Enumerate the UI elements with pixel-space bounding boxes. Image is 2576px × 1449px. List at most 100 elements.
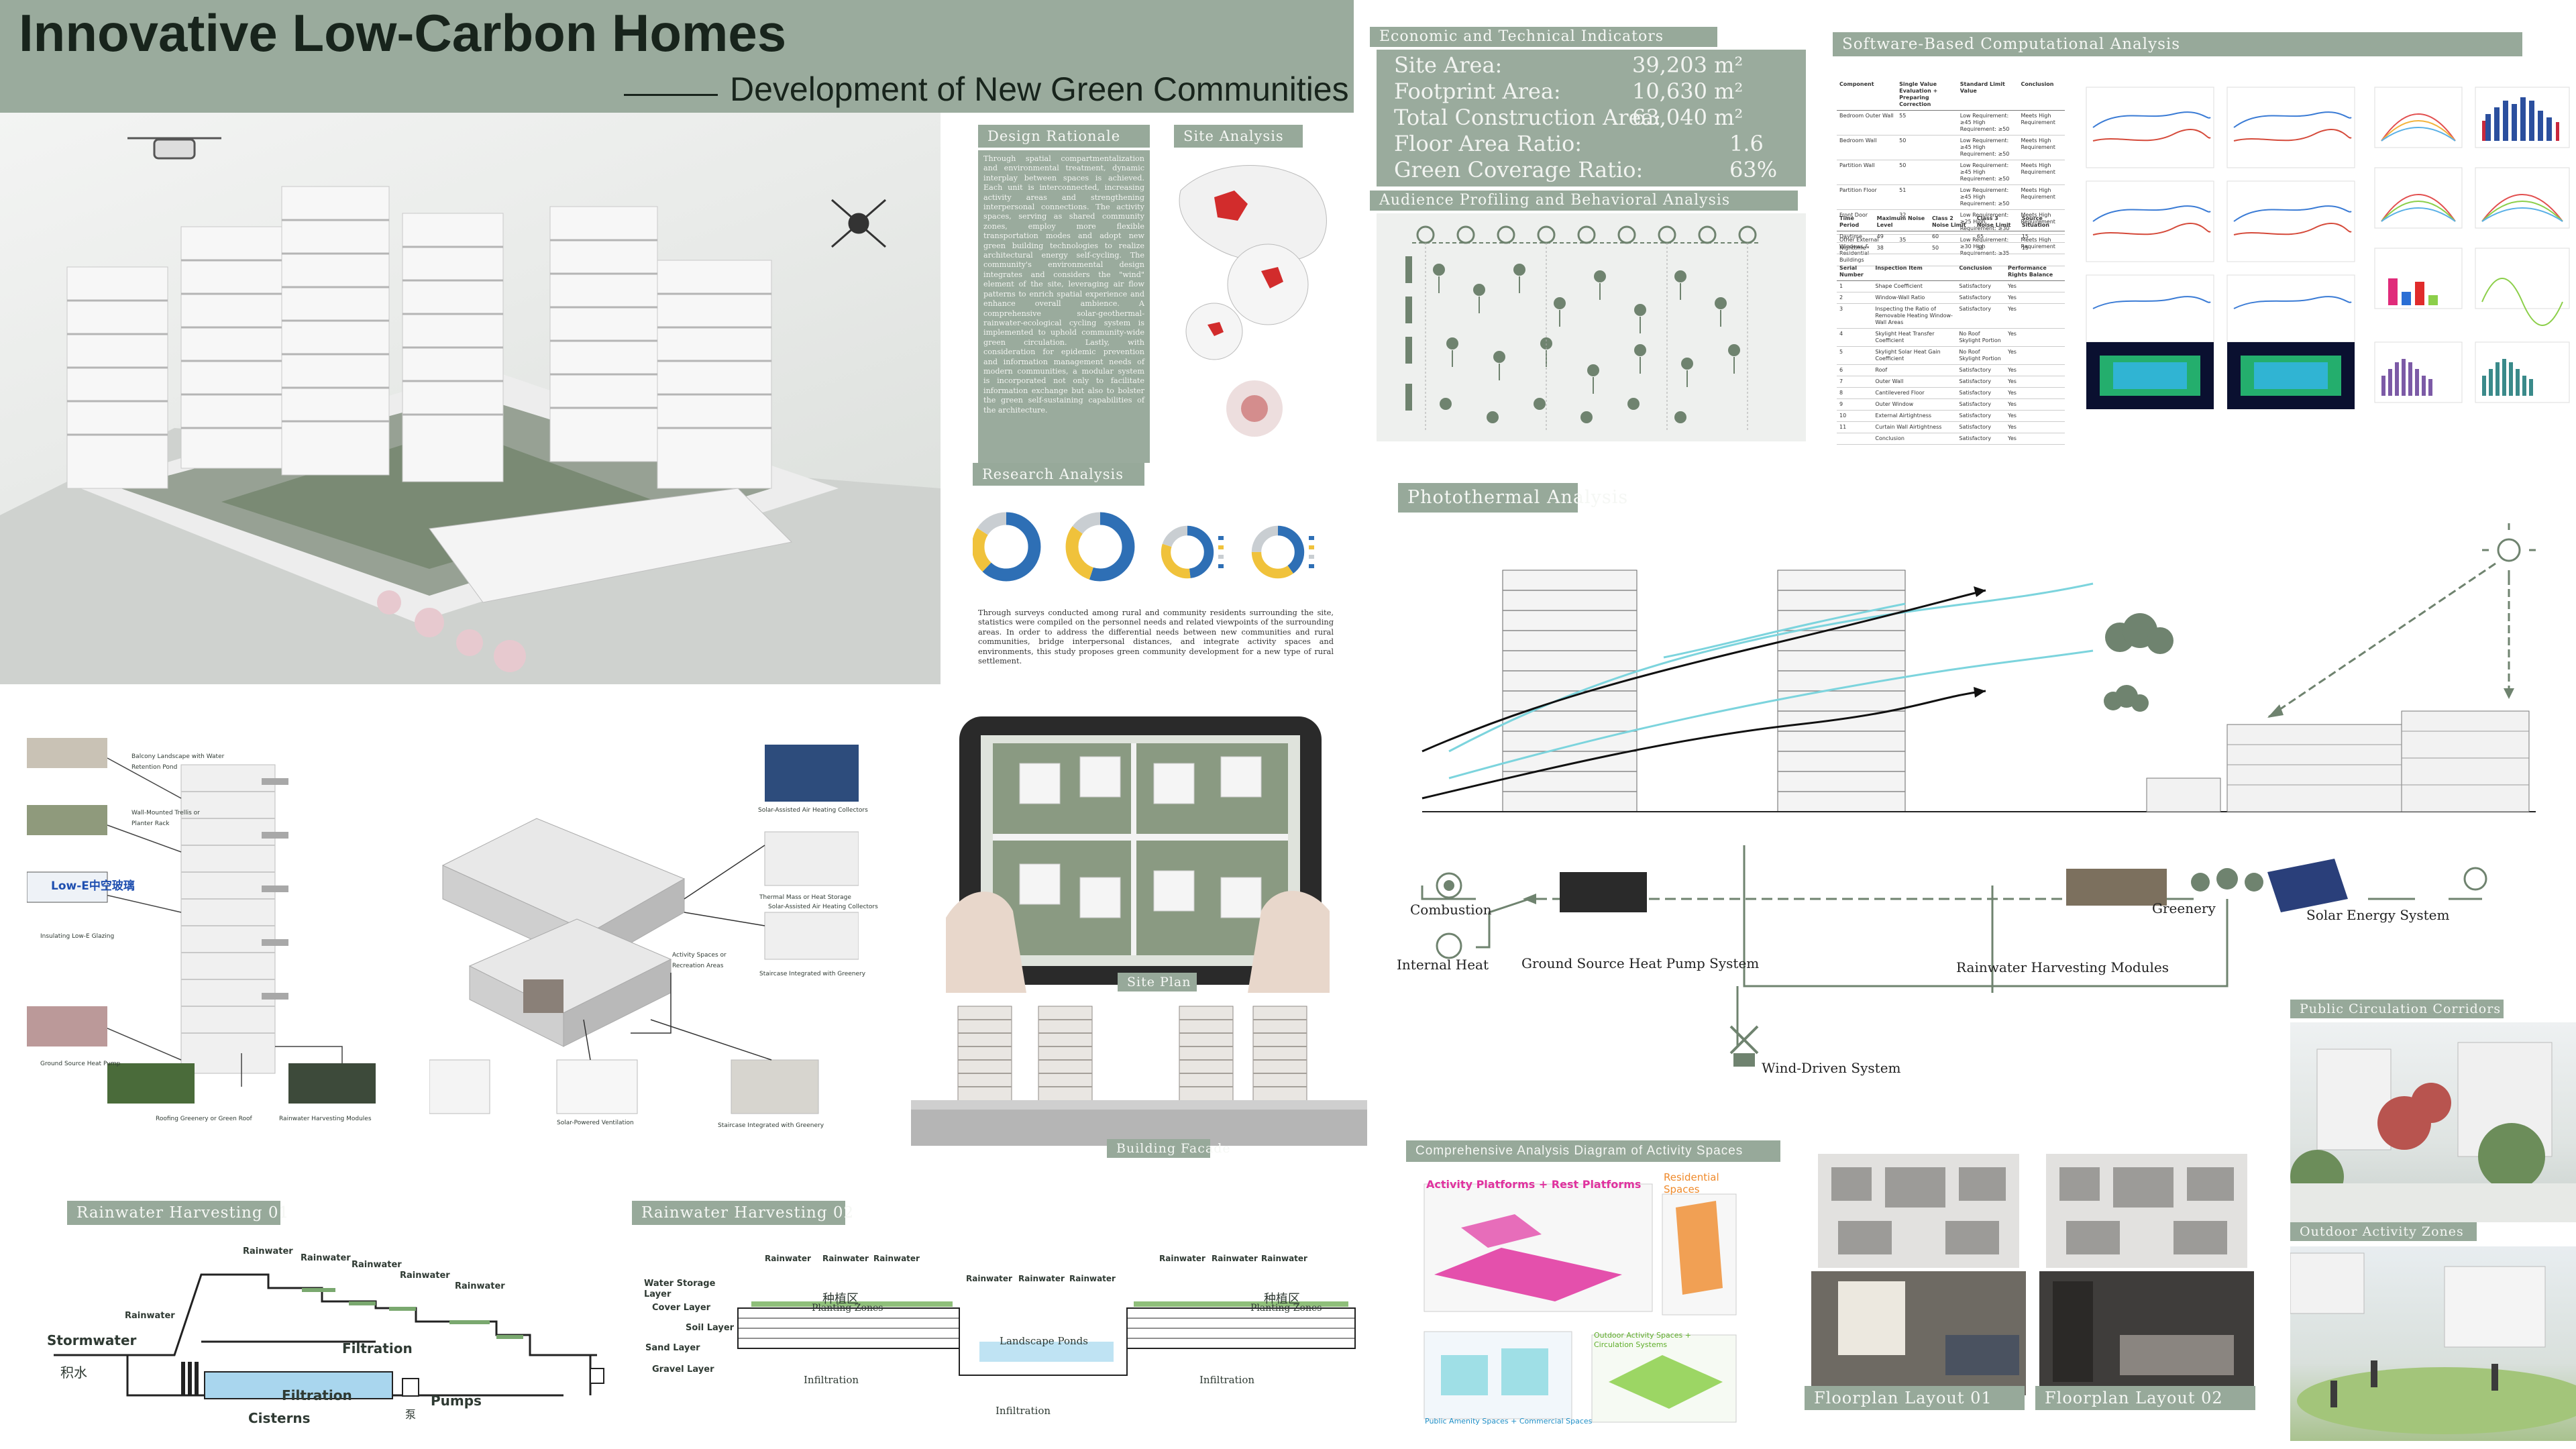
- table-cell: Inspecting the Ratio of Removable Heatin…: [1872, 303, 1957, 329]
- indicator-row: Green Coverage Ratio: 63%: [1394, 157, 1796, 183]
- table-cell: Component: [1837, 79, 1897, 111]
- table-cell: Skylight Heat Transfer Coefficient: [1872, 328, 1957, 347]
- indicator-label: Footprint Area:: [1394, 78, 1561, 104]
- rain02-cover-layer: Cover Layer: [652, 1303, 711, 1313]
- table-cell: Roof: [1872, 364, 1957, 376]
- table-cell: Yes: [2005, 433, 2065, 445]
- indicator-value: 10,630 m²: [1632, 78, 1743, 104]
- table-cell: Inspection Item: [1872, 263, 1957, 281]
- activity-residential-label: Residential Spaces: [1664, 1171, 1719, 1195]
- table-cell: 50: [1896, 135, 1957, 160]
- rain02-sand-layer: Sand Layer: [645, 1343, 700, 1353]
- table-cell: Low Requirement: ≥45 High Requirement: ≥…: [1957, 110, 2019, 136]
- outdoor-zones-render: [2290, 1246, 2576, 1441]
- floorplan-01-render: [1811, 1154, 2026, 1395]
- table-cell: Single Value Evaluation + Preparing Corr…: [1896, 79, 1957, 111]
- table-cell: 10: [1837, 410, 1873, 422]
- table-cell: Curtain Wall Airtightness: [1872, 421, 1957, 433]
- rain01-label: Rainwater Harvesting 01: [67, 1201, 288, 1225]
- table-cell: 9: [1837, 398, 1873, 411]
- rain02-rainwater-1: Rainwater: [765, 1254, 811, 1263]
- indicator-value: 63,040 m²: [1632, 105, 1743, 130]
- table-cell: Serial Number: [1837, 263, 1873, 281]
- audience-label: Audience Profiling and Behavioral Analys…: [1370, 191, 1798, 211]
- rain01-filtration: Filtration: [342, 1340, 413, 1356]
- table-cell: No Roof Skylight Portion: [1956, 328, 2005, 347]
- donut-slice: [1161, 525, 1214, 579]
- donut-slice: [1065, 512, 1135, 582]
- corridors-render: [2290, 1022, 2576, 1222]
- axo-callout-activity: Activity Spaces or Recreation Areas: [672, 952, 727, 969]
- table-cell: Time Period: [1837, 213, 1874, 231]
- donut-slice: [1065, 512, 1135, 582]
- table-cell: Yes: [2005, 387, 2065, 399]
- table-cell: Yes: [2005, 328, 2065, 347]
- table-cell: Yes: [2005, 280, 2065, 292]
- table-cell: 51: [1896, 184, 1957, 210]
- table-cell: Satisfactory: [1956, 292, 2005, 304]
- rain02-planting-2: Planting Zones: [1250, 1303, 1322, 1313]
- pt-gshp-label: Ground Source Heat Pump System: [1521, 955, 1760, 971]
- rain02-pond: Landscape Ponds: [1000, 1335, 1088, 1347]
- table-cell: No Roof Skylight Portion: [1956, 346, 2005, 365]
- table-cell: 60: [1929, 231, 1974, 243]
- table-cell: 2: [1837, 292, 1873, 304]
- callout-rain-modules: Rainwater Harvesting Modules: [279, 1116, 372, 1122]
- axo-callout-solar-air-2: Solar-Assisted Air Heating Collectors: [768, 904, 878, 910]
- activity-public-label: Public Amenity Spaces + Commercial Space…: [1425, 1417, 1593, 1426]
- building-facade-label: Building Facade: [1107, 1139, 1230, 1158]
- table-cell: Cantilevered Floor: [1872, 387, 1957, 399]
- table-cell: Yes: [2005, 410, 2065, 422]
- callout-lowe-glass: Low-E中空玻璃: [51, 879, 135, 893]
- pt-solar-label: Solar Energy System: [2306, 907, 2450, 923]
- donut-slice: [1251, 525, 1305, 579]
- rain02-diagram: [644, 1301, 1368, 1449]
- site-analysis-label: Site Analysis: [1174, 125, 1303, 148]
- indicator-label: Total Construction Area:: [1394, 105, 1662, 130]
- rain01-diagram: [40, 1234, 644, 1442]
- rain02-zhiwu-2: 种植区: [1264, 1292, 1300, 1306]
- table-cell: Class 3 Noise Limit: [1974, 213, 2019, 231]
- axonometric-diagram: [429, 745, 859, 1127]
- table-cell: Yes: [2005, 421, 2065, 433]
- simulation-charts: [2080, 80, 2576, 416]
- rain01-rainwater-1: Rainwater: [243, 1246, 293, 1256]
- table-cell: 55: [1974, 242, 2019, 254]
- table-cell: Bedroom Wall: [1837, 135, 1897, 160]
- rain02-rainwater-6: Rainwater: [1069, 1274, 1116, 1283]
- activity-platforms-label: Activity Platforms + Rest Platforms: [1426, 1178, 1642, 1191]
- rain01-rainwater-4: Rainwater: [400, 1271, 450, 1281]
- table-cell: Low Requirement: ≥45 High Requirement: ≥…: [1957, 160, 2019, 185]
- research-analysis-label: Research Analysis: [973, 463, 1144, 486]
- site-plan-label: Site Plan: [1118, 973, 1197, 991]
- table-cell: Satisfactory: [1956, 387, 2005, 399]
- photothermal-diagram: [1395, 523, 2563, 1087]
- title-rule: [624, 94, 718, 96]
- rain02-infiltration-1: Infiltration: [804, 1374, 859, 1386]
- rain01-rainwater-5: Rainwater: [455, 1281, 505, 1291]
- donut-slice: [1161, 525, 1214, 579]
- table-cell: Outer Window: [1872, 398, 1957, 411]
- rain01-pumps: Pumps: [431, 1393, 482, 1409]
- legend-swatch: [1218, 555, 1224, 559]
- rain01-rainwater-3: Rainwater: [352, 1260, 402, 1270]
- table-cell: Satisfactory: [1956, 364, 2005, 376]
- pt-wind-label: Wind-Driven System: [1762, 1060, 1901, 1076]
- rain02-rainwater-2: Rainwater: [822, 1254, 869, 1263]
- rain01-rainwater-2: Rainwater: [301, 1253, 351, 1263]
- site-plan-tablet: [946, 716, 1330, 993]
- legend-swatch: [1309, 555, 1314, 559]
- table-cell: 38: [1874, 242, 1929, 254]
- table-cell: 4: [1837, 328, 1873, 347]
- axo-callout-solar-air: Solar-Assisted Air Heating Collectors: [758, 807, 868, 814]
